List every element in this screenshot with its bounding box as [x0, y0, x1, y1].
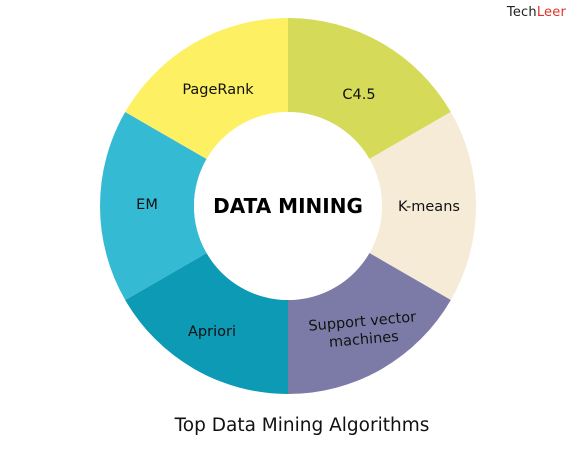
segment-3	[125, 253, 288, 394]
segment-label-line: K-means	[398, 199, 460, 215]
segment-0	[288, 18, 451, 159]
diagram-caption: Top Data Mining Algorithms	[174, 415, 430, 436]
segment-label-0: C4.5	[342, 87, 375, 103]
donut-segments	[100, 18, 476, 394]
segment-label-line: C4.5	[342, 87, 375, 103]
segment-label-3: Apriori	[188, 324, 236, 340]
brand-logo: TechLeer	[507, 5, 566, 20]
segment-label-line: Apriori	[188, 324, 236, 340]
segment-1	[369, 112, 476, 300]
center-label: DATA MINING	[213, 194, 363, 218]
brand-logo-part1: Tech	[506, 5, 537, 20]
segment-label-4: EM	[136, 197, 158, 213]
segment-4	[100, 112, 207, 300]
segment-label-5: PageRank	[182, 82, 254, 98]
segment-label-1: K-means	[398, 199, 460, 215]
donut-hole	[194, 112, 382, 300]
segment-label-line: EM	[136, 197, 158, 213]
segment-5	[125, 18, 288, 159]
segment-label-line: PageRank	[182, 82, 254, 98]
brand-logo-part2: Leer	[536, 5, 566, 20]
segment-label-line: machines	[328, 329, 399, 351]
segment-2	[288, 253, 451, 394]
